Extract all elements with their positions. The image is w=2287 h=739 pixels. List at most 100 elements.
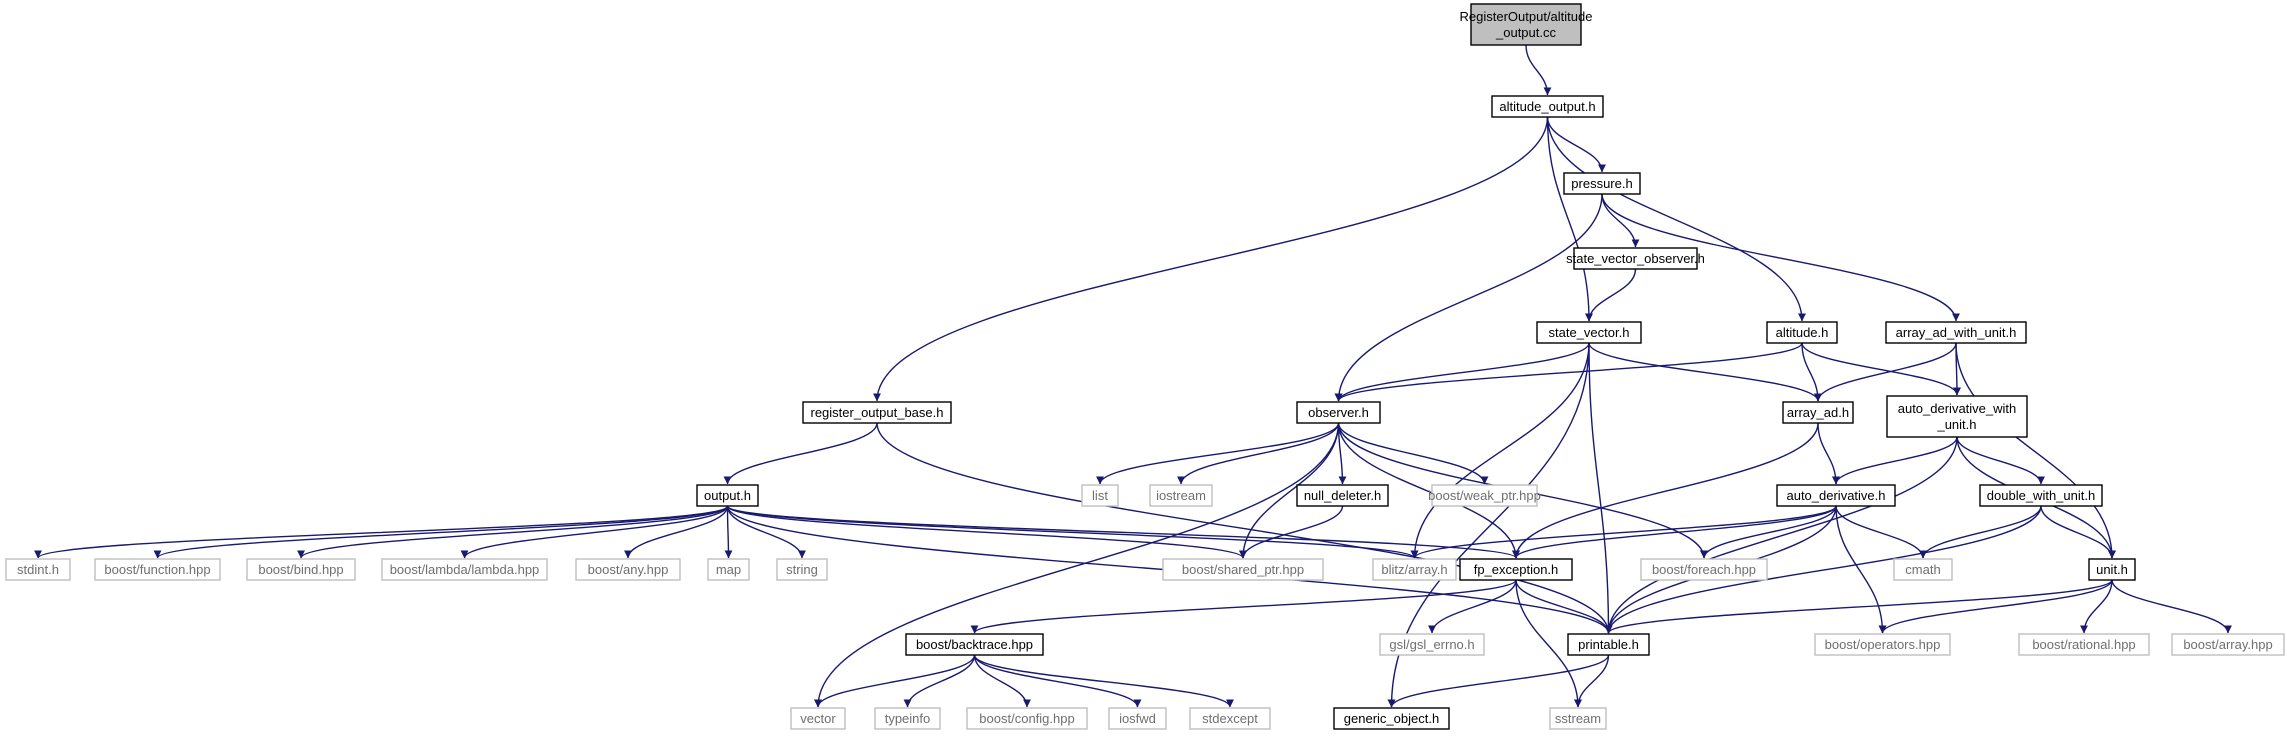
node-map: map	[707, 558, 750, 581]
node-label: map	[716, 562, 741, 577]
node-iosfwd: iosfwd	[1108, 707, 1167, 730]
node-box	[707, 558, 750, 581]
edge-auto-derivative-h-to-boost-foreach	[1700, 505, 1837, 559]
edge-state-vector-h-to-observer-h	[1334, 342, 1590, 402]
node-label: printable.h	[1578, 637, 1639, 652]
node-box	[1885, 321, 2027, 344]
node-label: state_vector.h	[1549, 325, 1630, 340]
node-label: boost/backtrace.hpp	[916, 637, 1033, 652]
node-label: iostream	[1156, 488, 1206, 503]
node-pressure-h[interactable]: pressure.h	[1563, 172, 1641, 195]
edge-register-output-base-h-to-printable-h	[876, 422, 1613, 634]
node-box	[790, 707, 846, 730]
edge-boost-backtrace-to-boost-config	[973, 654, 1031, 708]
edge-array-ad-with-unit-h-to-unit-h	[1955, 342, 2116, 559]
node-null-deleter-h[interactable]: null_deleter.h	[1296, 484, 1389, 507]
node-label: boost/operators.hpp	[1825, 637, 1941, 652]
edge-unit-h-to-boost-array	[2111, 579, 2232, 634]
node-array-ad-with-unit-h[interactable]: array_ad_with_unit.h	[1885, 321, 2027, 344]
node-altitude-output-h[interactable]: altitude_output.h	[1491, 95, 1604, 118]
node-box	[1162, 558, 1324, 581]
node-box	[246, 558, 356, 581]
node-list: list	[1081, 484, 1119, 507]
node-box	[1081, 484, 1119, 507]
node-label: iosfwd	[1119, 711, 1156, 726]
edge-state-vector-h-to-blitz-array	[1410, 342, 1590, 559]
node-label: boost/foreach.hpp	[1652, 562, 1756, 577]
edge-observer-h-to-list	[1096, 422, 1340, 485]
node-boost-function: boost/function.hpp	[94, 558, 221, 581]
node-label: boost/weak_ptr.hpp	[1428, 488, 1541, 503]
edge-fp-exception-h-to-printable-h	[1515, 579, 1613, 634]
node-auto-derivative-with-unit-h[interactable]: auto_derivative_with_unit.h	[1886, 395, 2028, 438]
edge-output-h-to-boost-function	[153, 505, 729, 559]
node-label: _unit.h	[1936, 417, 1976, 432]
node-label: list	[1092, 488, 1108, 503]
node-box	[1640, 558, 1768, 581]
node-box	[1549, 707, 1607, 730]
node-label: string	[786, 562, 818, 577]
edge-unit-h-to-printable-h	[1604, 579, 2113, 634]
edge-output-h-to-boost-bind	[297, 505, 729, 559]
edge-null-deleter-h-to-boost-shared-ptr	[1239, 505, 1344, 559]
node-array-ad-h[interactable]: array_ad.h	[1782, 401, 1854, 424]
node-boost-weak-ptr: boost/weak_ptr.hpp	[1428, 484, 1541, 507]
node-root[interactable]: RegisterOutput/altitude_output.cc	[1460, 3, 1593, 46]
node-box	[1563, 172, 1641, 195]
node-box	[5, 558, 71, 581]
edge-auto-derivative-with-unit-h-to-double-with-unit-h	[1956, 436, 2045, 485]
edge-altitude-output-h-to-altitude-h	[1546, 116, 1806, 322]
node-label: stdexcept	[1202, 711, 1258, 726]
node-box	[1108, 707, 1167, 730]
node-altitude-h[interactable]: altitude.h	[1766, 321, 1838, 344]
edge-boost-backtrace-to-stdexcept	[973, 654, 1234, 708]
node-label: fp_exception.h	[1474, 562, 1559, 577]
node-label: output.h	[704, 488, 751, 503]
node-sstream: sstream	[1549, 707, 1607, 730]
node-label: boost/any.hpp	[588, 562, 669, 577]
node-unit-h[interactable]: unit.h	[2088, 558, 2136, 581]
node-box	[802, 401, 952, 424]
edge-array-ad-h-to-auto-derivative-h	[1817, 422, 1840, 485]
node-label: boost/array.hpp	[2183, 637, 2272, 652]
edge-register-output-base-h-to-output-h	[723, 422, 878, 485]
node-generic-object-h[interactable]: generic_object.h	[1333, 707, 1450, 730]
node-vector: vector	[790, 707, 846, 730]
node-register-output-base-h[interactable]: register_output_base.h	[802, 401, 952, 424]
node-fp-exception-h[interactable]: fp_exception.h	[1459, 558, 1573, 581]
node-box	[1333, 707, 1450, 730]
node-label: double_with_unit.h	[1987, 488, 2095, 503]
node-label: altitude.h	[1776, 325, 1829, 340]
edge-unit-h-to-boost-rational	[2080, 579, 2113, 634]
edge-altitude-output-h-to-pressure-h	[1546, 116, 1606, 173]
edge-pressure-h-to-observer-h	[1334, 193, 1603, 402]
edge-output-h-to-map	[724, 505, 733, 559]
node-auto-derivative-h[interactable]: auto_derivative.h	[1776, 484, 1896, 507]
node-box	[1782, 401, 1854, 424]
edge-observer-h-to-vector	[814, 422, 1340, 708]
node-box	[1379, 633, 1485, 656]
node-box	[1189, 707, 1271, 730]
edge-auto-derivative-h-to-boost-operators	[1835, 505, 1887, 634]
node-box	[1573, 247, 1698, 270]
node-box	[874, 707, 941, 730]
edge-double-with-unit-h-to-printable-h	[1604, 505, 2042, 634]
node-double-with-unit-h[interactable]: double_with_unit.h	[1979, 484, 2103, 507]
edge-boost-backtrace-to-vector	[814, 654, 976, 708]
node-label: boost/function.hpp	[104, 562, 210, 577]
node-box	[966, 707, 1088, 730]
edge-observer-h-to-fp-exception-h	[1337, 422, 1520, 559]
node-state-vector-observer-h[interactable]: state_vector_observer.h	[1566, 247, 1705, 270]
node-boost-array: boost/array.hpp	[2171, 633, 2285, 656]
node-label: gsl/gsl_errno.h	[1389, 637, 1474, 652]
node-printable-h[interactable]: printable.h	[1567, 633, 1650, 656]
node-label: boost/rational.hpp	[2032, 637, 2135, 652]
node-box	[776, 558, 828, 581]
node-observer-h[interactable]: observer.h	[1296, 401, 1381, 424]
node-label: blitz/array.h	[1381, 562, 1447, 577]
node-label: cmath	[1905, 562, 1940, 577]
node-output-h[interactable]: output.h	[696, 484, 759, 507]
edge-state-vector-h-to-printable-h	[1588, 342, 1613, 634]
node-boost-backtrace[interactable]: boost/backtrace.hpp	[905, 633, 1044, 656]
node-state-vector-h[interactable]: state_vector.h	[1536, 321, 1642, 344]
